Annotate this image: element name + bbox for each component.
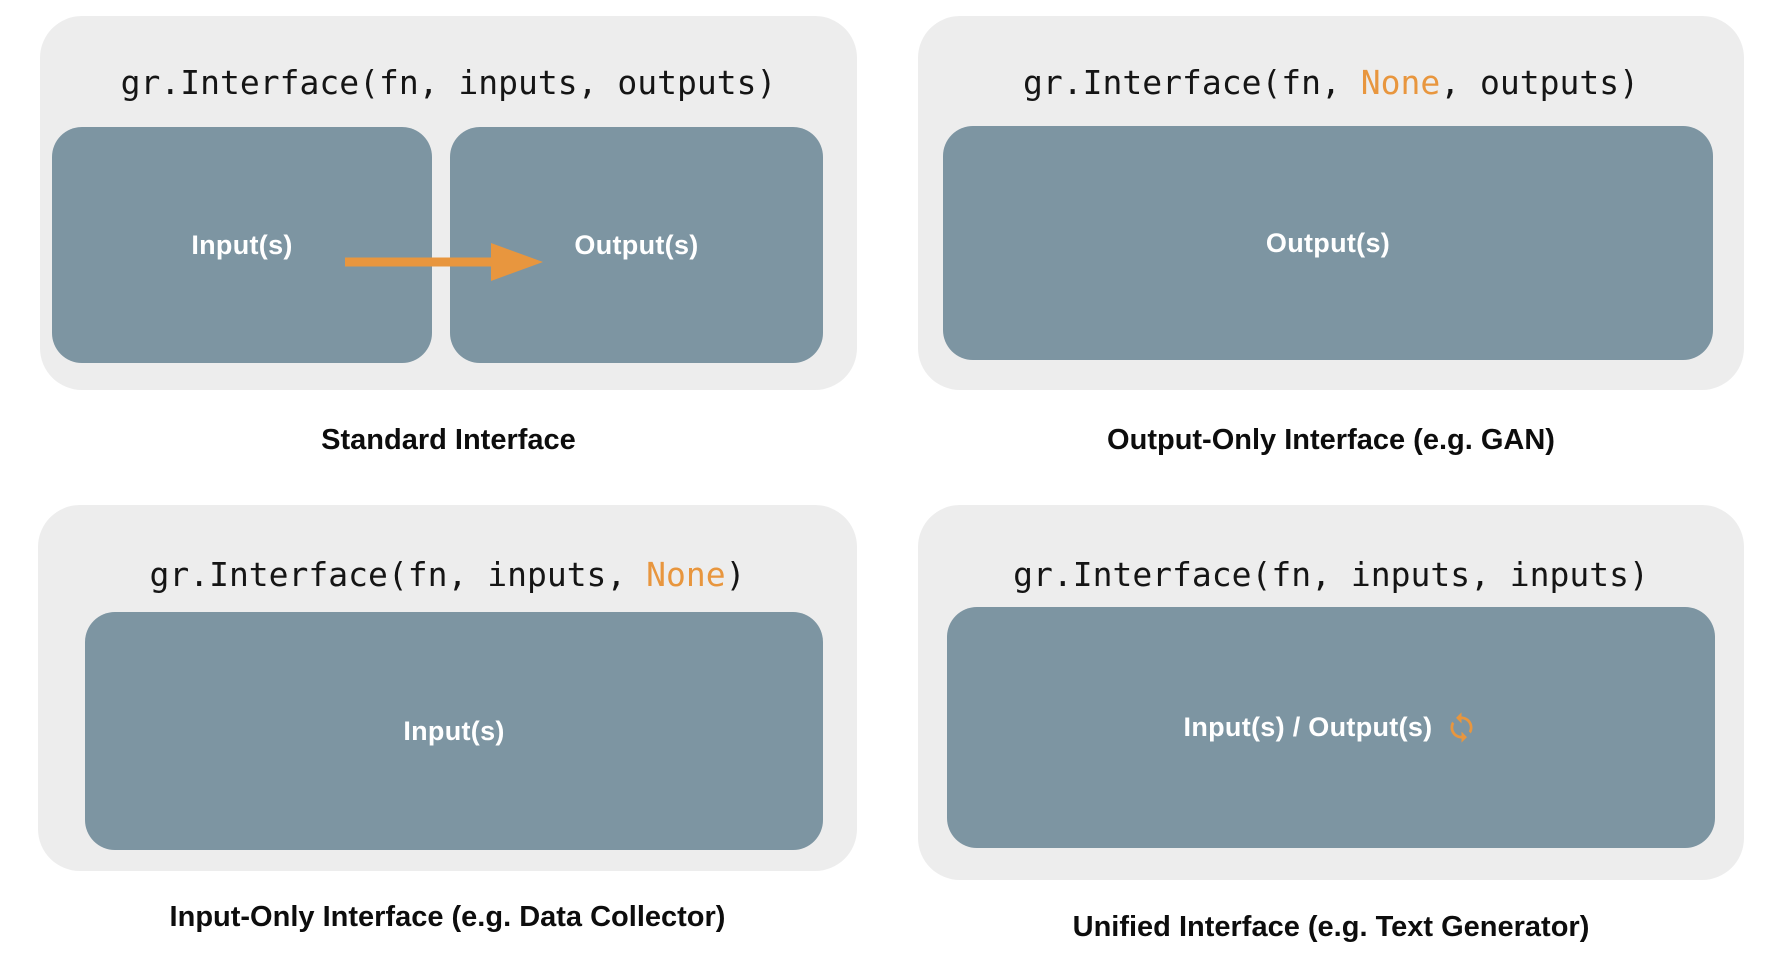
output-box: Output(s) [943, 126, 1713, 360]
output-box-label: Output(s) [1265, 227, 1391, 258]
io-box: Input(s) / Output(s) [947, 607, 1715, 848]
caption-standard-interface: Standard Interface [321, 424, 576, 456]
input-box-label: Input(s) [403, 715, 505, 746]
code-none-highlight: None [646, 555, 726, 594]
input-box: Input(s) [85, 612, 823, 850]
code-snippet-unified: gr.Interface(fn, inputs, inputs) [918, 555, 1744, 595]
sync-icon [1450, 712, 1473, 743]
panel-input-only-interface: gr.Interface(fn, inputs, None) Input(s) [38, 505, 857, 871]
boxes-row: Input(s) Output(s) [52, 127, 823, 363]
code-text-segment: gr.Interface(fn, inputs, outputs) [120, 63, 777, 102]
code-text-segment: gr.Interface(fn, inputs, inputs) [1013, 555, 1649, 594]
caption-unified-interface: Unified Interface (e.g. Text Generator) [1072, 911, 1590, 943]
input-box: Input(s) [52, 127, 432, 363]
code-snippet-output-only: gr.Interface(fn, None, outputs) [918, 63, 1744, 103]
code-text-segment: gr.Interface(fn, inputs, [149, 555, 647, 594]
caption-input-only-interface: Input-Only Interface (e.g. Data Collecto… [169, 901, 726, 933]
panel-output-only-interface: gr.Interface(fn, None, outputs) Output(s… [918, 16, 1744, 390]
io-box-label: Input(s) / Output(s) [1183, 712, 1433, 742]
code-text-segment: , outputs) [1440, 63, 1639, 102]
caption-output-only-interface: Output-Only Interface (e.g. GAN) [1107, 424, 1555, 456]
panel-standard-interface: gr.Interface(fn, inputs, outputs) Input(… [40, 16, 857, 390]
code-snippet-input-only: gr.Interface(fn, inputs, None) [38, 555, 857, 595]
input-box-label: Input(s) [191, 229, 293, 260]
code-text-segment: ) [725, 555, 746, 594]
panel-unified-interface: gr.Interface(fn, inputs, inputs) Input(s… [918, 505, 1744, 880]
output-box: Output(s) [450, 127, 823, 363]
code-text-segment: gr.Interface(fn, [1023, 63, 1361, 102]
code-snippet-standard: gr.Interface(fn, inputs, outputs) [40, 63, 857, 103]
code-none-highlight: None [1360, 63, 1441, 102]
output-box-label: Output(s) [574, 229, 699, 260]
